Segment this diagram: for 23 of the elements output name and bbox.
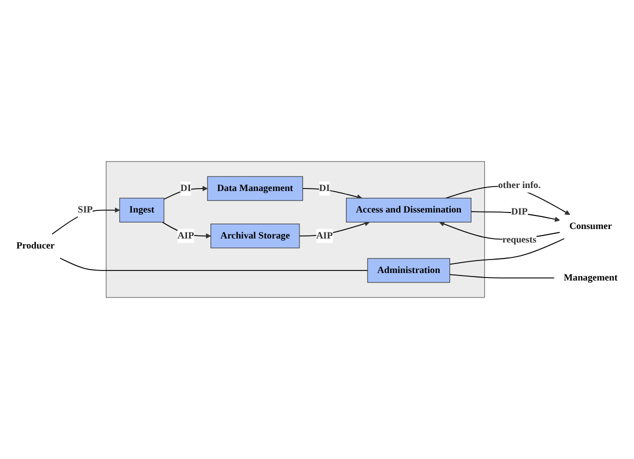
node-text: Consumer <box>569 221 612 232</box>
node-text: Producer <box>16 240 55 251</box>
edge-label: AIP <box>177 230 194 241</box>
arrow <box>470 211 560 222</box>
node-box: Data Management <box>207 176 304 201</box>
edge-label: DI <box>319 183 330 194</box>
edge-label: other info. <box>498 180 541 190</box>
arrow <box>302 188 362 200</box>
edge-label: SIP <box>78 204 93 215</box>
connector <box>60 258 368 271</box>
node-box: Access and Dissemination <box>346 198 472 222</box>
connector <box>449 238 565 265</box>
node-box: Ingest <box>119 198 164 222</box>
edge-label: DIP <box>511 206 528 217</box>
edge-label: DI <box>180 183 192 194</box>
edge-label: requests <box>502 234 536 245</box>
cluster <box>106 161 485 298</box>
node-text: Management <box>564 272 618 283</box>
edge-label: AIP <box>316 230 333 241</box>
arrow <box>52 208 120 235</box>
node-box: Administration <box>367 258 450 283</box>
node-box: Archival Storage <box>210 224 300 248</box>
connector <box>449 274 555 278</box>
